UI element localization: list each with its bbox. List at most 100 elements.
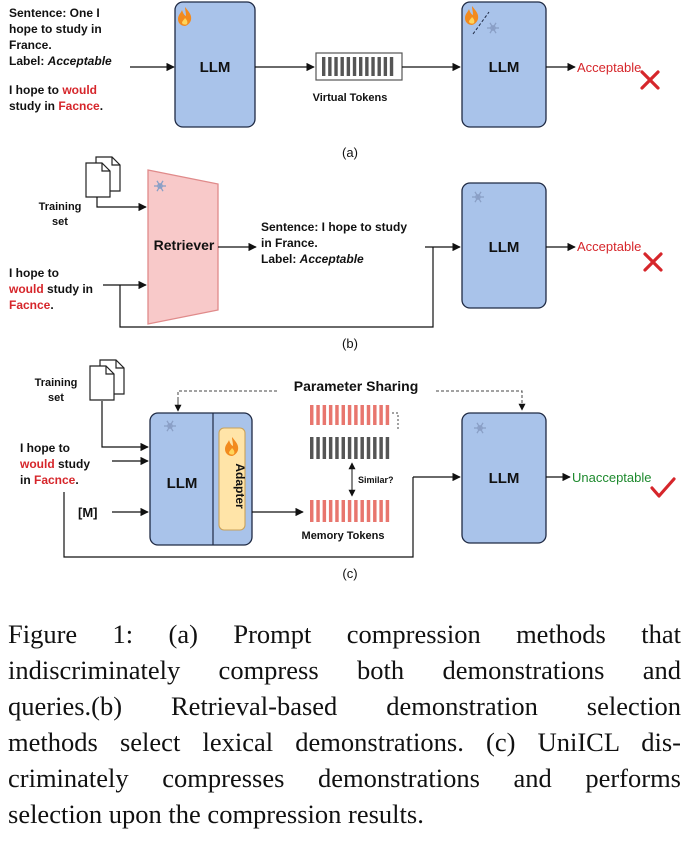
- svg-text:Facnce.: Facnce.: [9, 298, 54, 312]
- panel-b-training-line2: set: [52, 216, 68, 228]
- panel-b-query-part2: study in: [44, 282, 93, 296]
- token-bar: [322, 437, 327, 459]
- token-bar: [310, 437, 314, 459]
- panel-c: Training set Parameter Sharing I hope to…: [19, 359, 676, 581]
- token-bar: [341, 437, 346, 459]
- panel-a-query-part1: I hope to: [9, 83, 62, 97]
- panel-a-sentence-line2: hope to study in: [9, 22, 102, 36]
- svg-text:study in Facnce.: study in Facnce.: [9, 99, 103, 113]
- caption-line: Figure 1: (a) Prompt compression methods…: [8, 619, 681, 649]
- panel-a-sentence-line1: Sentence: One I: [9, 6, 100, 20]
- panel-b-label: (b): [342, 336, 358, 351]
- svg-text:Label: Acceptable: Label: Acceptable: [261, 252, 364, 266]
- token-bar: [316, 500, 320, 522]
- token-bar: [341, 405, 346, 425]
- token-bar: [379, 500, 383, 522]
- token-bar: [366, 405, 371, 425]
- token-bar: [385, 500, 390, 522]
- panel-a: Sentence: One I hope to study in France.…: [9, 1, 660, 160]
- caption-line: methods select lexical demonstrations. (…: [8, 727, 681, 757]
- panel-a-virtual-tokens: [315, 52, 403, 81]
- svg-text:Label: Acceptable: Label: Acceptable: [9, 54, 112, 68]
- token-bar: [328, 405, 333, 425]
- panel-a-query-error1: would: [61, 83, 97, 97]
- panel-c-label: (c): [342, 566, 357, 581]
- panel-b-retriever-box: [147, 169, 219, 325]
- token-bar: [335, 405, 339, 425]
- token-bar: [385, 405, 390, 425]
- panel-b-demo-line2: in France.: [261, 236, 318, 250]
- panel-b-query-error2: Facnce: [9, 298, 51, 312]
- panel-a-llm1-label: LLM: [200, 59, 231, 76]
- caption-line: queries.(b) Retrieval-based demonstratio…: [8, 691, 681, 721]
- panel-c-query-part2: study: [55, 457, 91, 471]
- panel-b-demo-label-value: Acceptable: [299, 252, 364, 266]
- token-bar: [347, 405, 352, 425]
- caption-line: indiscriminately compress both demonstra…: [8, 655, 681, 685]
- panel-c-query-line1: I hope to: [20, 441, 70, 455]
- token-bar: [365, 57, 369, 76]
- panel-a-query-period: .: [100, 99, 103, 113]
- token-bar: [360, 500, 364, 522]
- token-bar: [310, 405, 314, 425]
- check-icon: [650, 477, 676, 498]
- cross-icon: [640, 70, 660, 90]
- svg-text:France.: France.: [9, 38, 52, 52]
- token-bar: [352, 57, 357, 76]
- token-bar: [379, 437, 383, 459]
- token-bar: [373, 500, 377, 522]
- panel-c-llm2-box: [461, 412, 547, 544]
- token-bar: [346, 57, 351, 76]
- panel-c-llm2-label: LLM: [489, 470, 520, 487]
- panel-a-output: Acceptable: [577, 60, 641, 75]
- token-bar: [383, 57, 388, 76]
- token-bar: [347, 437, 352, 459]
- token-bar: [316, 437, 320, 459]
- document-icon: [85, 156, 121, 198]
- token-bar: [328, 437, 333, 459]
- svg-text:would study: would study: [19, 457, 90, 471]
- token-bar: [341, 500, 346, 522]
- token-bar: [328, 57, 332, 76]
- document-icon: [89, 359, 125, 401]
- panel-a-llm2-box: [461, 1, 547, 128]
- panel-a-query-error2: Facnce: [58, 99, 100, 113]
- token-bar: [335, 500, 339, 522]
- panel-c-memory-tokens: [310, 500, 390, 522]
- token-bar: [366, 437, 371, 459]
- token-bar: [354, 405, 358, 425]
- panel-c-output: Unacceptable: [572, 470, 652, 485]
- token-bar: [310, 500, 314, 522]
- panel-a-query-part2: study in: [9, 99, 58, 113]
- token-bar: [371, 57, 375, 76]
- panel-b-query-period: .: [50, 298, 53, 312]
- cross-icon: [643, 252, 663, 272]
- panel-c-query-part3: in: [20, 473, 34, 487]
- token-bar: [340, 57, 344, 76]
- panel-b-retriever-label: Retriever: [154, 237, 215, 253]
- svg-text:would study in: would study in: [8, 282, 93, 296]
- panel-c-query-period: .: [75, 473, 78, 487]
- panel-c-adapter-box: [218, 427, 246, 531]
- panel-c-query-error2: Facnce: [34, 473, 76, 487]
- panel-b-demo-label-prefix: Label:: [261, 252, 300, 266]
- token-bar: [373, 437, 377, 459]
- token-bar: [354, 500, 358, 522]
- token-bar: [322, 500, 327, 522]
- panel-c-similar-label: Similar?: [358, 475, 394, 485]
- svg-text:Sentence: One I: Sentence: One I: [9, 6, 100, 20]
- token-bar: [335, 437, 339, 459]
- panel-a-sentence-line3: France.: [9, 38, 52, 52]
- panel-a-llm2-label: LLM: [489, 59, 520, 76]
- panel-c-query-memory-tokens: [310, 437, 390, 459]
- token-bar: [328, 500, 333, 522]
- svg-text:in Facnce.: in Facnce.: [20, 473, 79, 487]
- token-bar: [377, 57, 381, 76]
- panel-a-label: (a): [342, 145, 358, 160]
- token-bar: [379, 405, 383, 425]
- token-bar: [360, 437, 364, 459]
- panel-b-query-error1: would: [8, 282, 44, 296]
- figure-1-diagram: Sentence: One I hope to study in France.…: [8, 1, 676, 581]
- token-bar: [366, 500, 371, 522]
- panel-a-label-prefix: Label:: [9, 54, 48, 68]
